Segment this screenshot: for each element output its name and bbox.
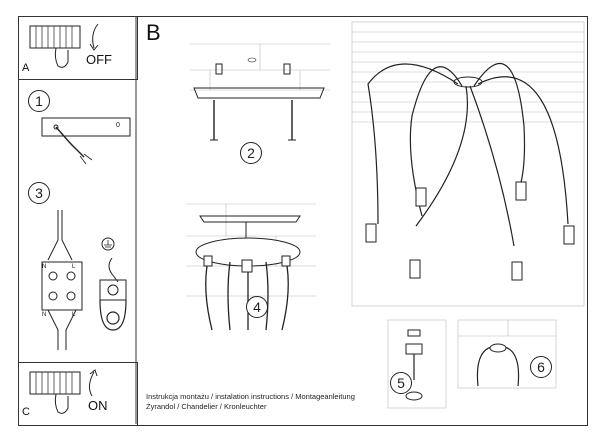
step-3-marker: 3 bbox=[28, 182, 50, 204]
panel-a-breaker-illustration bbox=[29, 23, 99, 68]
panel-c-letter: C bbox=[22, 406, 30, 418]
caption-line-2: Żyrandol / Chandelier / Kronleuchter bbox=[146, 402, 267, 411]
terminal-neutral-top: N bbox=[42, 264, 47, 270]
terminal-live-top: L bbox=[72, 264, 76, 270]
panel-a-box bbox=[18, 16, 138, 80]
step-2-marker: 2 bbox=[240, 142, 262, 164]
panel-b-letter: B bbox=[146, 20, 161, 45]
step-6-marker: 6 bbox=[530, 356, 552, 378]
step-1-marker: 1 bbox=[28, 90, 50, 112]
panel-a-switch-state: OFF bbox=[86, 52, 112, 67]
step-6-canopy-detail bbox=[457, 319, 557, 389]
caption-line-1: Instrukcja montażu / instalation instruc… bbox=[146, 392, 355, 401]
step-5-marker: 5 bbox=[390, 372, 412, 394]
step-4-marker: 4 bbox=[246, 296, 268, 318]
panel-c-switch-state: ON bbox=[88, 398, 108, 413]
step-2-ceiling-bracket bbox=[190, 43, 330, 141]
step-3-ground-terminal bbox=[99, 237, 127, 331]
step-4-canopy-assembly bbox=[186, 203, 316, 331]
panel-c-breaker-illustration bbox=[29, 369, 98, 414]
step-3-terminal-block bbox=[41, 210, 83, 350]
step-1-mounting-plate bbox=[41, 117, 131, 165]
page-frame bbox=[18, 16, 588, 426]
terminal-live-bottom: L bbox=[72, 312, 76, 318]
terminal-neutral-bottom: N bbox=[42, 312, 47, 318]
installed-chandelier-illustration bbox=[351, 21, 585, 307]
panel-c-box bbox=[18, 362, 138, 426]
panel-a-letter: A bbox=[22, 62, 30, 74]
step-1-slot-marker: 0 bbox=[116, 122, 120, 129]
step-5-socket-detail bbox=[387, 319, 447, 409]
